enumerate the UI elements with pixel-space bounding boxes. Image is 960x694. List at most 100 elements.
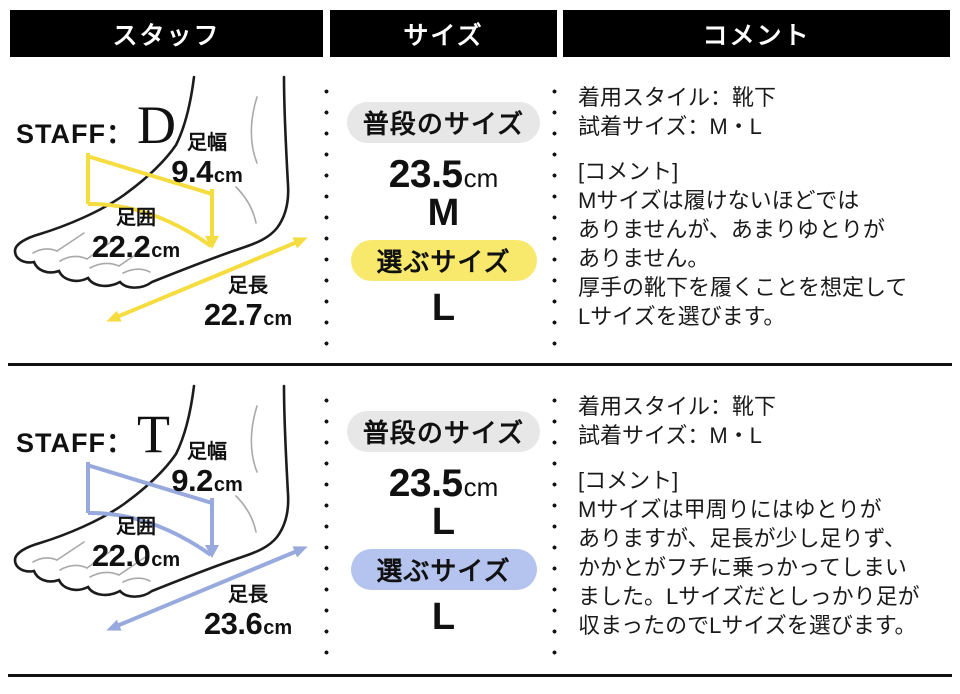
comment-cell: 着用スタイル：靴下 試着サイズ：M・L [コメント] Mサイズは履けないほどでは… (557, 57, 954, 331)
usual-size-unit: cm (463, 163, 499, 193)
foot-girth-label: 足囲 (116, 207, 156, 229)
comment-line: 着用スタイル：靴下 (578, 394, 777, 419)
staff-cell: STAFF：D 足幅 9.4cm 足囲 22.2cm 足長 22.7cm (0, 57, 330, 363)
comment-line: Mサイズは甲周りにはゆとりが (578, 497, 882, 522)
comment-line: [コメント] (578, 468, 679, 493)
pick-size-badge: 選ぶサイズ (350, 240, 537, 281)
comment-line: Mサイズは履けないほどでは (578, 188, 860, 213)
foot-length-label: 足長 (228, 275, 268, 297)
foot-length-value: 23.6 (203, 606, 263, 641)
header-column-comment: コメント (563, 10, 950, 57)
measurement-foot-length: 足長 22.7cm (188, 276, 308, 332)
down-arrowhead (205, 236, 219, 249)
foot-width-value: 9.2 (171, 463, 213, 498)
dotted-separator (324, 390, 329, 662)
girth-arc-line (87, 510, 213, 557)
measurement-foot-girth: 足囲 22.0cm (76, 517, 196, 573)
comment-line: 厚手の靴下を履くことを想定して (578, 275, 908, 300)
measurement-arrowheads (106, 545, 308, 631)
comment-line: かかとがフチに乗っかってしまい (578, 555, 907, 580)
comment-line: ありますが、足長が少し足りず、 (578, 526, 907, 551)
foot-width-unit: cm (213, 165, 243, 187)
staff-label: STAFF：T (16, 404, 170, 464)
comment-line: [コメント] (578, 159, 679, 184)
staff-cell: STAFF：T 足幅 9.2cm 足囲 22.0cm 足長 23.6cm (0, 366, 330, 674)
length-measure-line (111, 547, 303, 630)
measurement-foot-girth: 足囲 22.2cm (76, 208, 196, 264)
foot-outline (13, 75, 290, 289)
usual-size-letter: L (431, 501, 456, 543)
measurement-foot-width: 足幅 9.4cm (152, 133, 262, 189)
dotted-separator (324, 81, 329, 351)
length-arrowhead-right (292, 546, 308, 558)
foot-girth-value: 22.0 (91, 538, 151, 573)
usual-size-cm: 23.5 (388, 153, 463, 196)
width-measure-line (86, 154, 213, 196)
foot-length-value: 22.7 (203, 297, 263, 332)
width-measure-line (86, 463, 213, 505)
down-arrowhead (205, 545, 219, 558)
measurement-arrowheads (106, 236, 308, 322)
staff-prefix: STAFF： (16, 119, 134, 149)
staff-row-d: STAFF：D 足幅 9.4cm 足囲 22.2cm 足長 22.7cm 普段の… (0, 57, 960, 363)
comment-line: 着用スタイル：靴下 (578, 85, 777, 110)
dotted-separator (552, 81, 557, 351)
usual-size-cm: 23.5 (388, 462, 463, 505)
pick-size-badge: 選ぶサイズ (350, 549, 537, 590)
length-arrowhead-right (292, 237, 308, 249)
foot-illustration (13, 75, 308, 322)
measurement-lines (86, 153, 303, 321)
staff-initial: D (136, 95, 176, 155)
comment-line: ありません。 (578, 246, 710, 271)
foot-length-unit: cm (263, 617, 293, 639)
measurement-foot-width: 足幅 9.2cm (152, 442, 262, 498)
foot-width-label: 足幅 (187, 132, 227, 154)
measurement-lines (86, 462, 303, 630)
girth-arc-line (87, 201, 213, 248)
foot-detail-lines (32, 405, 258, 583)
comment-line: Lサイズを選びます。 (578, 304, 786, 329)
staff-label: STAFF：D (16, 95, 176, 155)
foot-width-label: 足幅 (187, 441, 227, 463)
comment-line: ました。Lサイズだとしっかり足が (578, 584, 920, 609)
comment-cell: 着用スタイル：靴下 試着サイズ：M・L [コメント] Mサイズは甲周りにはゆとり… (557, 366, 954, 640)
measurement-foot-length: 足長 23.6cm (188, 585, 308, 641)
length-arrowhead-left (106, 619, 122, 631)
foot-girth-value: 22.2 (91, 229, 151, 264)
comment-line: 試着サイズ：M・L (578, 423, 762, 448)
foot-length-label: 足長 (228, 584, 268, 606)
foot-girth-unit: cm (151, 240, 181, 262)
usual-size-letter: M (427, 192, 460, 234)
foot-illustration (13, 384, 308, 631)
row-divider (8, 363, 952, 366)
comment-line: ありませんが、あまりゆとりが (578, 217, 885, 242)
comment-line: 収まったのでLサイズを選びます。 (578, 613, 917, 638)
dotted-separator (552, 390, 557, 662)
length-arrowhead-left (106, 310, 122, 322)
foot-width-value: 9.4 (171, 154, 213, 189)
usual-size-badge: 普段のサイズ (346, 102, 541, 143)
usual-size-unit: cm (463, 472, 499, 502)
header-column-staff: スタッフ (10, 10, 323, 57)
foot-length-unit: cm (263, 308, 293, 330)
usual-size-badge: 普段のサイズ (346, 411, 541, 452)
foot-girth-unit: cm (151, 549, 181, 571)
staff-row-t: STAFF：T 足幅 9.2cm 足囲 22.0cm 足長 23.6cm 普段の… (0, 366, 960, 674)
foot-width-unit: cm (213, 474, 243, 496)
staff-prefix: STAFF： (16, 428, 134, 458)
comment-line (578, 450, 954, 466)
pick-size-letter: L (431, 287, 456, 329)
foot-detail-lines (32, 96, 258, 274)
length-measure-line (111, 238, 303, 321)
header-column-size: サイズ (330, 10, 557, 57)
foot-girth-label: 足囲 (116, 516, 156, 538)
staff-initial: T (136, 404, 170, 464)
pick-size-letter: L (431, 596, 456, 638)
comment-line (578, 141, 954, 157)
foot-outline (13, 384, 290, 598)
